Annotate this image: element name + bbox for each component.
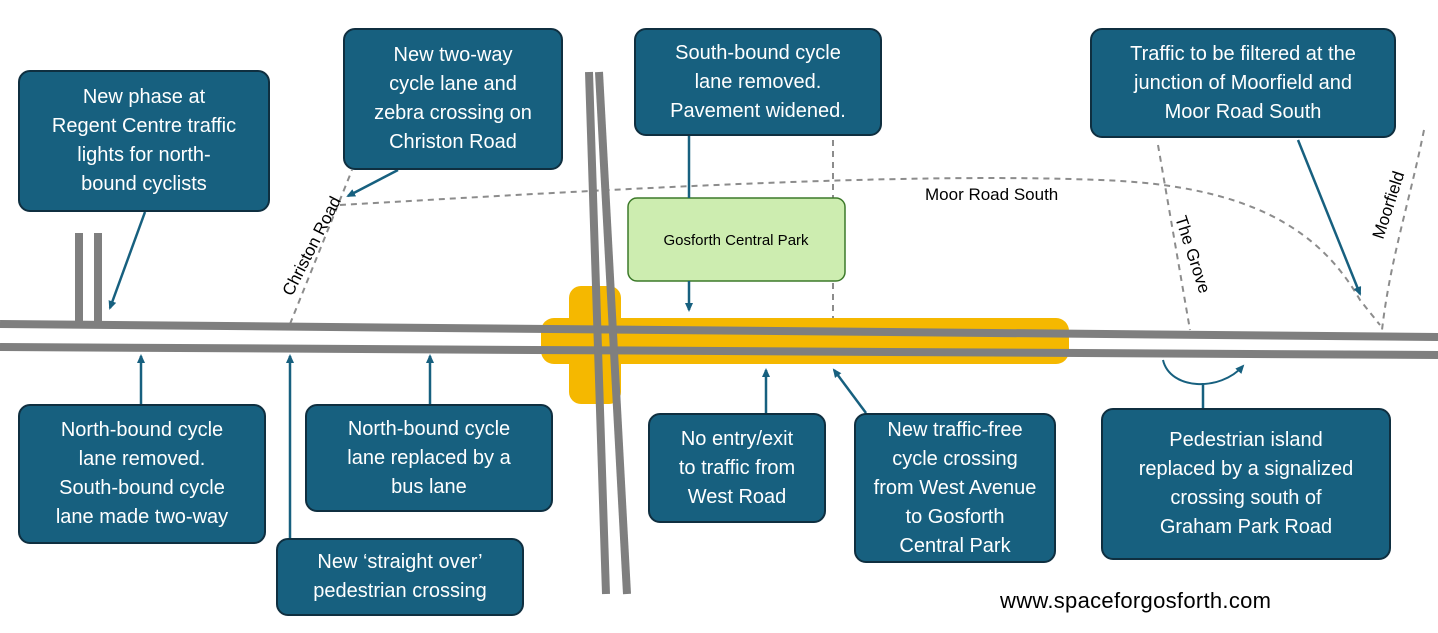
callout-pedestrian-island: Pedestrian island replaced by a signaliz… [1101,408,1391,560]
arrow-traffic-free [832,368,868,414]
rail-line-east [595,71,631,595]
arrow-christon-cycle-lane [346,168,399,198]
callout-traffic-free: New traffic-free cycle crossing from Wes… [854,413,1056,563]
pedestrian-crossing-curve [1162,359,1245,386]
callout-regent-centre: New phase at Regent Centre traffic light… [18,70,270,212]
callout-christon-cycle-lane: New two-way cycle lane and zebra crossin… [343,28,563,170]
arrow-regent-centre [108,211,147,310]
park-label: Gosforth Central Park [663,232,809,249]
callout-bus-lane: North-bound cycle lane replaced by a bus… [305,404,553,512]
main-road-northbound [0,320,1438,341]
moor-road-south-label: Moor Road South [925,185,1058,204]
moor-road-south-line [339,177,1381,326]
main-road-southbound [0,343,1438,359]
callout-southbound-removed: South-bound cycle lane removed. Pavement… [634,28,882,136]
christon-road-label: Christon Road [279,193,345,298]
callout-northbound-removed: North-bound cycle lane removed. South-bo… [18,404,266,544]
moorfield-line [1381,129,1425,331]
the-grove-line [1157,144,1191,331]
callout-traffic-filtered: Traffic to be filtered at the junction o… [1090,28,1396,138]
callout-no-entry: No entry/exit to traffic from West Road [648,413,826,523]
website-url: www.spaceforgosforth.com [1000,588,1272,613]
callout-straight-over: New ‘straight over’ pedestrian crossing [276,538,524,616]
christon-road-line [289,169,353,325]
arrow-traffic-filtered [1296,139,1362,296]
moorfield-label: Moorfield [1369,169,1409,241]
rail-line-west [585,71,610,595]
gosforth-central-park [627,197,846,282]
